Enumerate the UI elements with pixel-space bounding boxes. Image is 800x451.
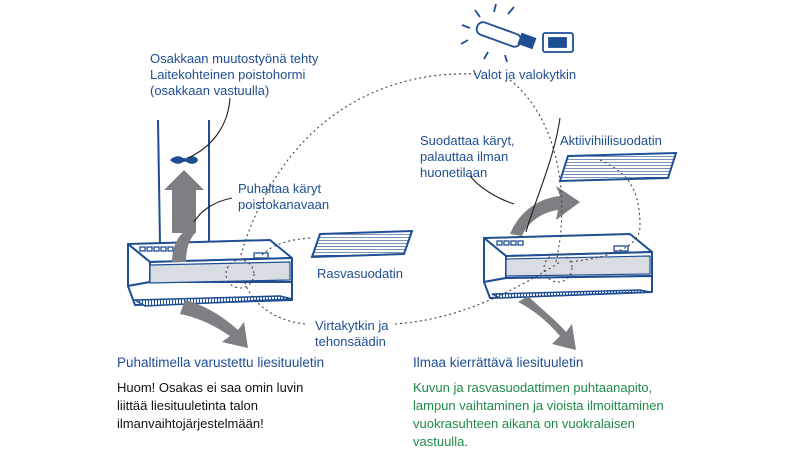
intake-arrow-left <box>180 300 248 348</box>
recirculation-out-arrow <box>510 186 580 236</box>
filters-return-label: Suodattaa käryt, palauttaa ilman huoneti… <box>420 133 515 180</box>
chimney-label: Osakkaan muutostyönä tehty Laitekohteine… <box>150 51 319 98</box>
recirculation-in-arrow <box>518 296 576 350</box>
grease-filter-label: Rasvasuodatin <box>317 266 403 281</box>
carbon-filter-label: Aktiivihiilisuodatin <box>560 133 662 148</box>
blow-exhaust-label: Puhaltaa käryt poistokanavaan <box>238 181 330 212</box>
grease-filter-panel <box>310 229 414 259</box>
filter-to-chimney-arrow <box>172 232 196 262</box>
right-caption-note: Kuvun ja rasvasuodattimen puhtaanapito, … <box>413 380 664 449</box>
lights-label: Valot ja valokytkin <box>473 67 577 82</box>
right-hood-controls <box>496 240 629 252</box>
left-caption-title: Puhaltimella varustettu liesituuletin <box>117 355 325 370</box>
light-switch-icon <box>542 32 574 53</box>
leader-lines <box>187 97 561 233</box>
fan-icon <box>170 156 198 164</box>
carbon-filter-panel <box>558 151 678 183</box>
power-switch-label: Virtakytkin ja tehonsäädin <box>315 318 389 349</box>
chimney <box>157 119 210 245</box>
highlight-circles <box>225 253 573 289</box>
exhaust-up-arrow <box>164 170 204 233</box>
left-caption-note: Huom! Osakas ei saa omin luvin liittää l… <box>117 380 304 431</box>
left-hood-controls <box>139 246 269 259</box>
left-grease-filter-inside <box>132 295 293 307</box>
dotted-leader-lines <box>239 73 641 325</box>
right-caption-title: Ilmaa kierrättävä liesituuletin <box>413 355 584 370</box>
lightbulb-icon <box>460 3 537 63</box>
